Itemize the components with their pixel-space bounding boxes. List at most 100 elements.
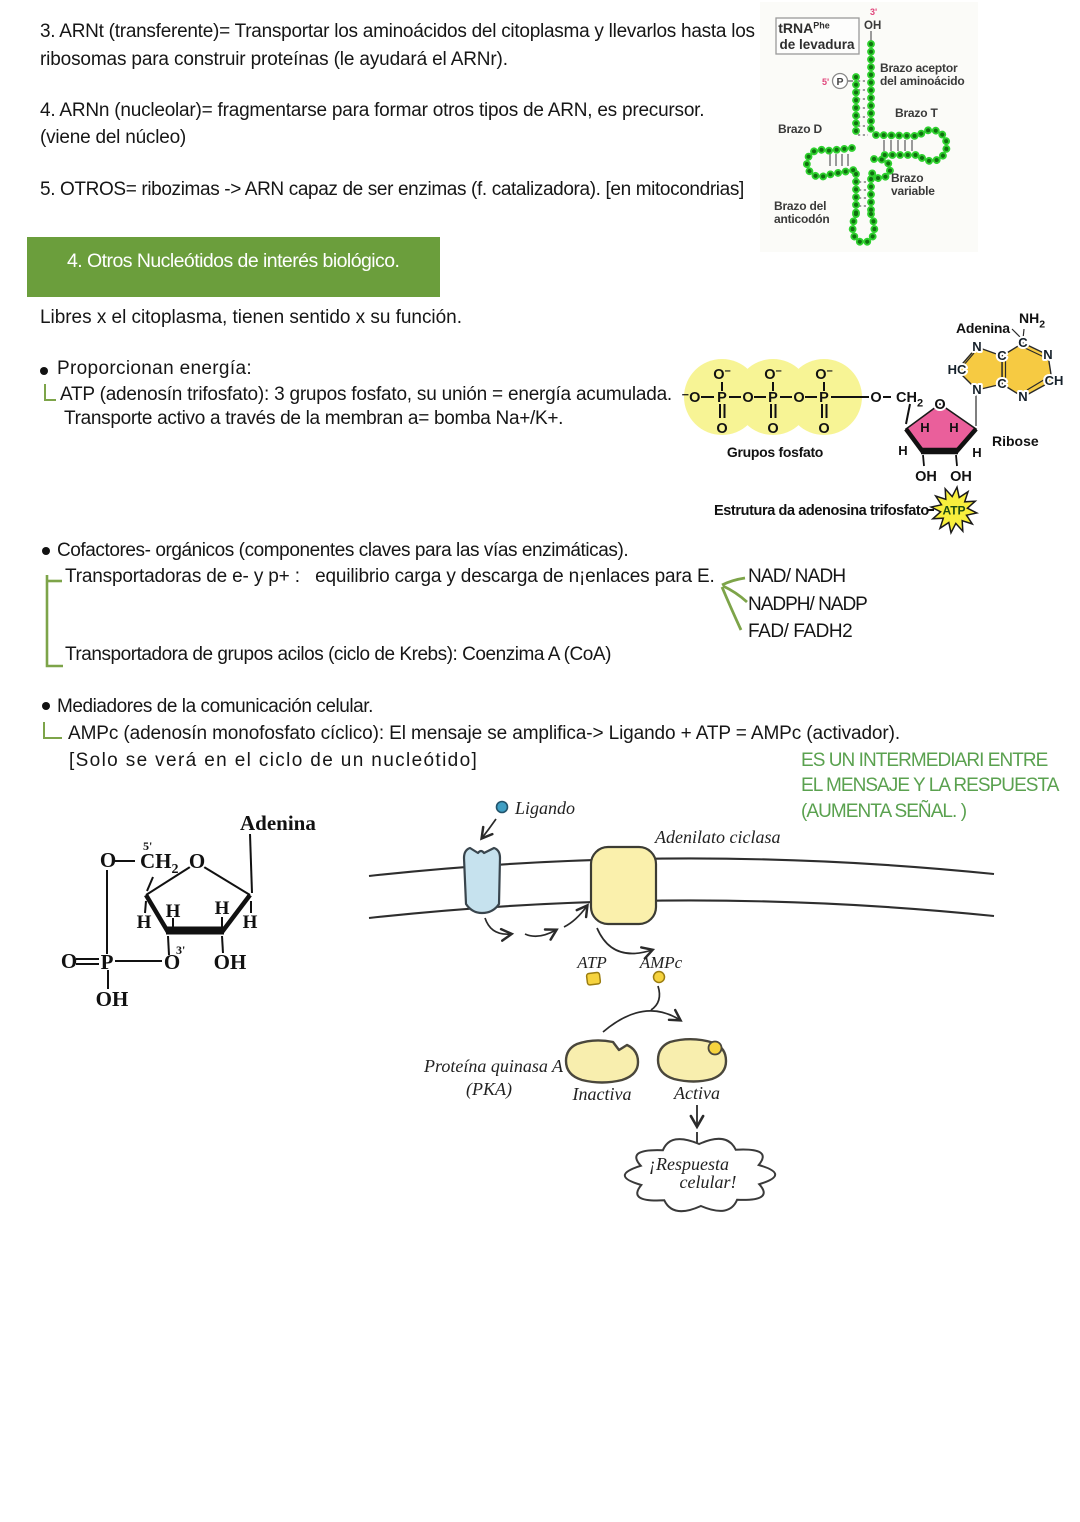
trna-vararm-label2: variable xyxy=(891,184,935,198)
ribose-o-label: O xyxy=(934,397,945,413)
pka-label-line1: Proteína quinasa A xyxy=(423,1056,564,1076)
atom-label: C xyxy=(997,376,1007,391)
trna-anticodon-label1: Brazo del xyxy=(774,199,826,213)
side-note-line3: (AUMENTA SEÑAL. ) xyxy=(801,801,967,822)
svg-text:CH2: CH2 xyxy=(896,390,923,410)
bracket-atp xyxy=(44,384,56,401)
bullet3-line2: [Solo se verá en el ciclo de un nucleóti… xyxy=(69,750,479,771)
cofactor-fad: FAD/ FADH2 xyxy=(748,621,853,642)
atom-label: P xyxy=(717,390,727,406)
trna-acceptor-label2: del aminoácido xyxy=(880,74,965,88)
cofactor-fan-lines xyxy=(720,576,748,631)
atom-label: O xyxy=(818,421,829,437)
atom-label: O xyxy=(61,949,77,973)
atom-label: OH xyxy=(214,950,247,974)
atp-structure-diagram: ⁻O P O P O P O O– O– O– O O O CH2 Grupos… xyxy=(682,310,1065,536)
trna-3prime-label: 3' xyxy=(870,7,877,17)
bullet1-title: Proporcionan energía: xyxy=(57,358,252,379)
atom-label: OH xyxy=(96,987,129,1011)
bracket-cofactores xyxy=(45,575,63,668)
section-heading: 4. Otros Nucleótidos de interés biológic… xyxy=(27,237,440,297)
svg-text:O–: O– xyxy=(815,365,832,383)
atp-star-label: ATP xyxy=(942,504,965,518)
atp-label: ATP xyxy=(576,953,607,972)
trna-oh-label: OH xyxy=(864,20,881,32)
adenylate-cyclase-shape xyxy=(589,845,658,926)
atom-label: O xyxy=(742,390,753,406)
trna-vararm-label1: Brazo xyxy=(891,171,923,185)
atom-label: O xyxy=(793,390,804,406)
camp-structure-diagram: Adenina O CH2 O O P O OH OH H H H H 5' 3… xyxy=(61,811,317,1011)
bullet-dot xyxy=(40,367,48,375)
trna-anticodon-label2: anticodón xyxy=(774,212,830,226)
response-cloud xyxy=(623,1137,777,1213)
atom-label: OH xyxy=(915,469,937,485)
trna-diagram: tRNAPhe de levadura 3' OH 5' P Brazo ace… xyxy=(760,2,978,252)
trna-darm-label: Brazo D xyxy=(778,122,822,136)
trna-title-sub: de levadura xyxy=(779,37,855,52)
atom-label: H xyxy=(949,420,958,435)
atom-label: C xyxy=(997,348,1007,363)
atom-label: H xyxy=(215,898,230,919)
intro-line: Libres x el citoplasma, tienen sentido x… xyxy=(40,307,462,328)
adenilato-label: Adenilato ciclasa xyxy=(654,827,780,847)
atom-label: N xyxy=(972,382,981,397)
trna-tarm-label: Brazo T xyxy=(895,106,938,120)
adenina-label: Adenina xyxy=(956,320,1010,336)
paragraph-arnn-line2: (viene del núcleo) xyxy=(40,127,187,148)
respuesta-label-line1: ¡Respuesta xyxy=(649,1154,729,1174)
respuesta-label-line2: celular! xyxy=(680,1172,737,1192)
receptor-shape xyxy=(462,846,502,915)
pka-label-line2: (PKA) xyxy=(466,1079,512,1100)
atom-label: C xyxy=(1018,335,1028,350)
atom-label: H xyxy=(920,420,929,435)
atom-label: H xyxy=(972,445,981,460)
trna-title-box xyxy=(775,17,860,55)
atom-label: P xyxy=(101,950,114,974)
paragraph-otros-line1: 5. OTROS= ribozimas -> ARN capaz de ser … xyxy=(40,179,744,200)
atom-label: P xyxy=(819,390,829,406)
inactiva-label: Inactiva xyxy=(572,1084,632,1104)
activa-label: Activa xyxy=(673,1083,720,1103)
atom-label: OH xyxy=(950,469,972,485)
atom-label: H xyxy=(166,901,181,922)
bullet1-line1: ATP (adenosín trifosfato): 3 grupos fosf… xyxy=(60,384,672,405)
camp-5prime-label: 5' xyxy=(143,839,152,853)
bracket-ampc xyxy=(43,722,62,739)
paragraph-arnt-line1: 3. ARNt (transferente)= Transportar los … xyxy=(40,21,755,42)
svg-text:CH2: CH2 xyxy=(140,849,179,877)
pka-inactive-shape xyxy=(564,1039,640,1084)
atom-label: HC xyxy=(948,362,967,377)
atom-label: P xyxy=(768,390,778,406)
atom-label: H xyxy=(898,443,907,458)
bullet-dot xyxy=(42,702,50,710)
atom-label: N xyxy=(1043,347,1052,362)
atom-label: H xyxy=(137,912,152,933)
bullet2-title: Cofactores- orgánicos (componentes clave… xyxy=(57,540,629,561)
bullet1-line2: Transporte activo a través de la membran… xyxy=(64,408,564,429)
svg-text:O–: O– xyxy=(764,365,781,383)
grupos-fosfato-label: Grupos fosfato xyxy=(727,444,823,460)
trna-5prime-label: 5' xyxy=(822,77,829,87)
atp-caption: Estrutura da adenosina trifosfato xyxy=(714,503,929,519)
svg-text:NH2: NH2 xyxy=(1019,310,1045,331)
bullet3-line1: AMPc (adenosín monofosfato cíclico): El … xyxy=(68,723,900,744)
ampc-label: AMPc xyxy=(639,953,683,972)
bullet-dot xyxy=(42,547,50,555)
ampc-molecule-dot xyxy=(652,970,666,984)
paragraph-arnn-line1: 4. ARNn (nucleolar)= fragmentarse para f… xyxy=(40,100,705,121)
atp-molecule-square xyxy=(585,971,602,986)
atom-label: O xyxy=(189,849,205,873)
side-note-line2: EL MENSAJE Y LA RESPUESTA xyxy=(801,775,1059,796)
atom-label: O xyxy=(716,421,727,437)
paragraph-arnt-line2: ribosomas para construir proteínas (le a… xyxy=(40,49,508,70)
bullet2-line2: Transportadora de grupos acilos (ciclo d… xyxy=(65,644,611,665)
side-note-line1: ES UN INTERMEDIARI ENTRE xyxy=(801,750,1048,771)
atom-label: O xyxy=(767,421,778,437)
atom-label: H xyxy=(243,912,258,933)
ligando-label: Ligando xyxy=(514,798,575,818)
ligand-dot xyxy=(495,800,509,814)
trna-p-label: P xyxy=(836,76,843,88)
atom-label: O xyxy=(164,950,180,974)
trna-acceptor-label1: Brazo aceptor xyxy=(880,61,958,75)
